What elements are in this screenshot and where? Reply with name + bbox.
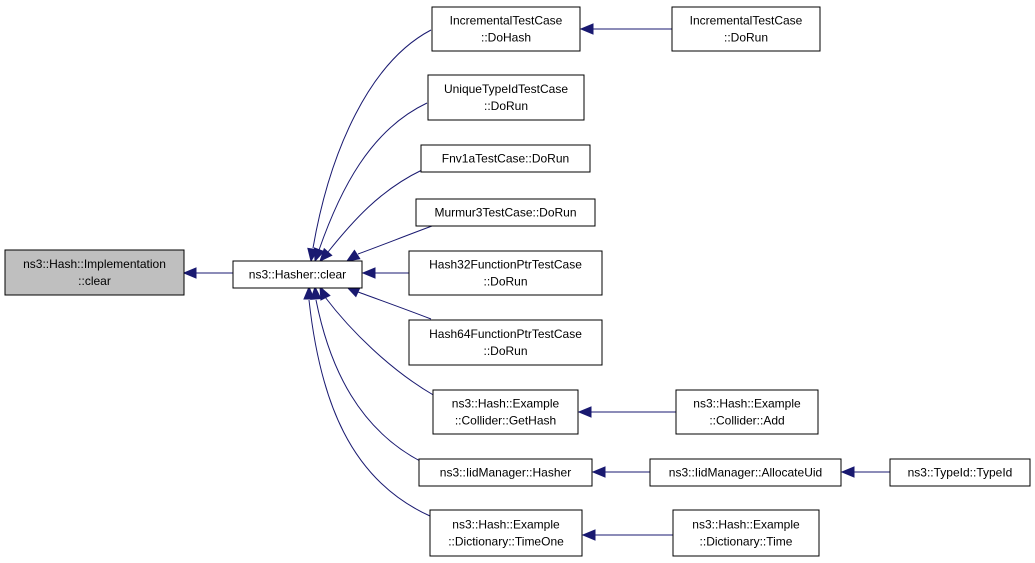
node-label-line: ::DoRun [484,99,528,113]
edge-iid_hasher-to-hasher_clear [310,285,423,463]
arrowhead-icon [361,267,376,279]
edge-collider_add-to-collider_gethash [577,406,676,418]
node-label-line: ::Collider::Add [709,414,784,428]
arrowhead-icon [319,285,331,301]
edge-line [327,169,423,253]
node-label-line: ns3::IidManager::Hasher [440,466,571,480]
edge-inc_dorun-to-inc_dohash [579,23,672,35]
edge-line [324,296,436,397]
node-label-line: ::DoHash [481,31,531,45]
edges-layer [182,23,890,541]
node-iid-hasher[interactable]: ns3::IidManager::Hasher [418,458,593,487]
node-label-line: ::DoRun [483,275,527,289]
arrowhead-icon [310,285,322,300]
edge-murmur_dorun-to-hasher_clear [345,225,433,262]
node-box [671,6,821,52]
node-box [672,509,820,557]
edge-line [318,102,428,251]
edge-line [308,299,431,517]
node-box [649,458,842,487]
node-inc-dorun[interactable]: IncrementalTestCase::DoRun [671,6,821,52]
edge-dict_timeone-to-hasher_clear [303,285,431,517]
node-label-line: ns3::IidManager::AllocateUid [669,466,822,480]
node-label-line: ns3::Hash::Example [452,397,560,411]
edge-line [315,299,423,463]
node-box [427,74,585,121]
node-box [232,260,363,289]
node-collider-gethash[interactable]: ns3::Hash::Example::Collider::GetHash [432,389,579,435]
edge-collider_gethash-to-hasher_clear [319,285,436,397]
node-h64-dorun[interactable]: Hash64FunctionPtrTestCase::DoRun [408,319,603,366]
arrowhead-icon [840,466,855,478]
node-murmur-dorun[interactable]: Murmur3TestCase::DoRun [415,198,596,227]
arrowhead-icon [319,247,333,262]
node-label-line: IncrementalTestCase [450,14,563,28]
node-iid-allocate[interactable]: ns3::IidManager::AllocateUid [649,458,842,487]
node-label-line: ::DoRun [724,31,768,45]
node-label-line: Hash32FunctionPtrTestCase [429,258,582,272]
node-box [408,319,603,366]
node-box [4,249,185,296]
edge-dict_time-to-dict_timeone [581,529,673,541]
node-box [675,389,819,435]
arrowhead-icon [591,466,606,478]
edge-inc_dohash-to-hasher_clear [307,29,432,263]
node-box [429,509,583,557]
arrowhead-icon [577,406,592,418]
edge-line [312,29,432,249]
node-box [418,458,593,487]
edge-typeid_typeid-to-iid_allocate [840,466,890,478]
node-collider-add[interactable]: ns3::Hash::Example::Collider::Add [675,389,819,435]
node-label-line: ::clear [78,274,111,288]
node-box [889,458,1031,487]
node-label-line: ns3::Hash::Example [692,518,800,532]
node-label-line: ::DoRun [483,344,527,358]
node-label-line: UniqueTypeIdTestCase [444,82,568,96]
arrowhead-icon [581,529,596,541]
node-label-line: ns3::Hash::Example [452,518,560,532]
node-label-line: Fnv1aTestCase::DoRun [442,152,569,166]
node-dict-timeone[interactable]: ns3::Hash::Example::Dictionary::TimeOne [429,509,583,557]
node-box [432,389,579,435]
node-label-line: ::Dictionary::Time [700,535,793,549]
node-label-line: ns3::TypeId::TypeId [908,466,1013,480]
node-box [431,6,581,52]
arrowhead-icon [303,285,315,300]
arrowhead-icon [182,267,197,279]
node-label-line: ns3::Hasher::clear [249,268,346,282]
edge-h32_dorun-to-hasher_clear [361,267,409,279]
node-label-line: ::Dictionary::TimeOne [448,535,564,549]
node-label-line: ns3::Hash::Implementation [23,257,166,271]
arrowhead-icon [579,23,594,35]
node-unique-dorun[interactable]: UniqueTypeIdTestCase::DoRun [427,74,585,121]
node-box [408,250,603,296]
node-label-line: IncrementalTestCase [690,14,803,28]
node-fnv-dorun[interactable]: Fnv1aTestCase::DoRun [420,144,591,173]
node-impl-clear[interactable]: ns3::Hash::Implementation::clear [4,249,185,296]
node-box [420,144,591,173]
edge-h64_dorun-to-hasher_clear [345,286,432,320]
node-box [415,198,596,227]
arrowhead-icon [345,249,361,262]
node-label-line: Hash64FunctionPtrTestCase [429,327,582,341]
node-typeid-typeid[interactable]: ns3::TypeId::TypeId [889,458,1031,487]
node-h32-dorun[interactable]: Hash32FunctionPtrTestCase::DoRun [408,250,603,296]
edge-iid_allocate-to-iid_hasher [591,466,650,478]
edge-unique_dorun-to-hasher_clear [313,102,428,263]
node-label-line: ns3::Hash::Example [693,397,801,411]
edge-line [357,291,432,320]
arrowhead-icon [313,247,325,263]
node-dict-time[interactable]: ns3::Hash::Example::Dictionary::Time [672,509,820,557]
node-inc-dohash[interactable]: IncrementalTestCase::DoHash [431,6,581,52]
edge-hasher_clear-to-impl_clear [182,267,233,279]
edge-line [357,225,433,255]
node-hasher-clear[interactable]: ns3::Hasher::clear [232,260,363,289]
node-label-line: Murmur3TestCase::DoRun [434,206,576,220]
edge-fnv_dorun-to-hasher_clear [319,169,423,262]
node-label-line: ::Collider::GetHash [455,414,556,428]
